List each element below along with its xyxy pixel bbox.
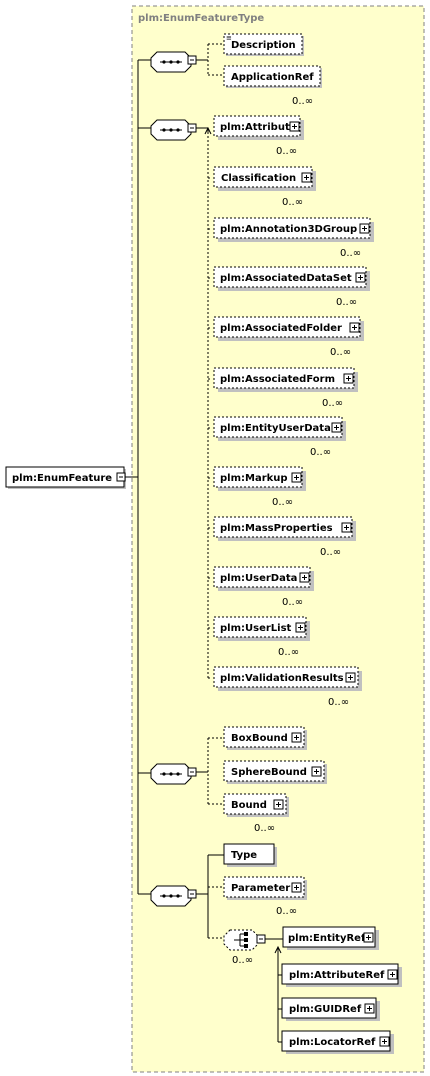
svg-text:plm:GUIDRef: plm:GUIDRef	[289, 1004, 362, 1015]
svg-text:plm:Markup: plm:Markup	[220, 473, 288, 484]
svg-text:Bound: Bound	[231, 800, 267, 811]
svg-text:0..∞: 0..∞	[310, 447, 331, 458]
element-plm-attributeref[interactable]: plm:AttributeRef	[281, 963, 402, 987]
element-description[interactable]: ≡ Description	[223, 33, 304, 56]
element-bound[interactable]: Bound 0..∞	[223, 793, 289, 834]
sequence-compositor-4[interactable]	[150, 885, 197, 907]
svg-text:0..∞: 0..∞	[276, 146, 297, 157]
svg-text:0..∞: 0..∞	[340, 248, 361, 259]
element-plm-guidref[interactable]: plm:GUIDRef	[281, 997, 380, 1021]
svg-text:plm:AssociatedDataSet: plm:AssociatedDataSet	[220, 273, 352, 284]
element-boxbound[interactable]: BoxBound	[223, 726, 307, 750]
type-title: plm:EnumFeatureType	[138, 13, 264, 24]
svg-text:plm:Attribute: plm:Attribute	[220, 122, 297, 133]
element-plm-entityuserdata[interactable]: plm:EntityUserData 0..∞	[213, 416, 346, 458]
svg-text:0..∞: 0..∞	[282, 597, 303, 608]
element-plm-associatedform[interactable]: plm:AssociatedForm 0..∞	[213, 367, 358, 409]
element-plm-validationresults[interactable]: plm:ValidationResults 0..∞	[213, 666, 362, 708]
svg-text:plm:ValidationResults: plm:ValidationResults	[220, 673, 344, 684]
svg-text:BoxBound: BoxBound	[231, 733, 288, 744]
element-plm-markup[interactable]: plm:Markup 0..∞	[213, 466, 306, 508]
svg-text:0..∞: 0..∞	[322, 398, 343, 409]
element-spherebound[interactable]: SphereBound	[223, 760, 327, 784]
svg-text:plm:EntityUserData: plm:EntityUserData	[220, 423, 331, 434]
sequence-compositor-3[interactable]	[150, 763, 197, 785]
svg-text:0..∞: 0..∞	[292, 96, 313, 107]
element-applicationref[interactable]: ApplicationRef 0..∞	[223, 65, 322, 107]
svg-text:plm:MassProperties: plm:MassProperties	[220, 523, 333, 534]
svg-text:plm:Annotation3DGroup: plm:Annotation3DGroup	[220, 224, 357, 235]
svg-text:0..∞: 0..∞	[328, 697, 349, 708]
element-plm-attribute[interactable]: plm:Attribute 0..∞	[213, 115, 304, 157]
element-plm-entityref[interactable]: plm:EntityRef	[282, 926, 379, 950]
svg-text:0..∞: 0..∞	[254, 823, 275, 834]
element-plm-annotation3dgroup[interactable]: plm:Annotation3DGroup 0..∞	[213, 217, 374, 259]
element-plm-associateddataset[interactable]: plm:AssociatedDataSet 0..∞	[213, 266, 370, 308]
svg-text:Classification: Classification	[221, 173, 296, 184]
svg-text:plm:UserData: plm:UserData	[220, 573, 297, 584]
element-parameter[interactable]: Parameter 0..∞	[223, 876, 307, 917]
svg-text:Description: Description	[231, 40, 296, 51]
svg-text:Type: Type	[231, 850, 257, 861]
svg-text:0..∞: 0..∞	[330, 347, 351, 358]
element-plm-associatedfolder[interactable]: plm:AssociatedFolder 0..∞	[213, 316, 364, 358]
element-plm-massproperties[interactable]: plm:MassProperties 0..∞	[213, 516, 356, 558]
svg-text:0..∞: 0..∞	[320, 547, 341, 558]
svg-text:plm:AttributeRef: plm:AttributeRef	[289, 970, 385, 981]
choice-compositor[interactable]: 0..∞	[223, 929, 266, 966]
element-plm-userdata[interactable]: plm:UserData 0..∞	[213, 566, 314, 608]
svg-text:plm:AssociatedFolder: plm:AssociatedFolder	[220, 323, 342, 334]
element-plm-userlist[interactable]: plm:UserList 0..∞	[213, 616, 310, 658]
root-element-label: plm:EnumFeature	[12, 473, 112, 484]
svg-text:0..∞: 0..∞	[278, 647, 299, 658]
element-type[interactable]: Type	[223, 843, 277, 867]
svg-text:plm:LocatorRef: plm:LocatorRef	[289, 1037, 376, 1048]
documentation-icon: ≡	[226, 34, 232, 42]
choice-occurs: 0..∞	[232, 955, 253, 966]
svg-text:SphereBound: SphereBound	[231, 767, 307, 778]
svg-text:plm:UserList: plm:UserList	[220, 623, 292, 634]
svg-text:plm:AssociatedForm: plm:AssociatedForm	[220, 374, 335, 385]
svg-text:0..∞: 0..∞	[276, 906, 297, 917]
svg-text:ApplicationRef: ApplicationRef	[231, 72, 314, 83]
svg-text:plm:EntityRef: plm:EntityRef	[288, 933, 366, 944]
element-plm-locatorref[interactable]: plm:LocatorRef	[281, 1030, 394, 1054]
sequence-compositor-1[interactable]	[150, 51, 197, 73]
svg-text:0..∞: 0..∞	[272, 497, 293, 508]
svg-text:0..∞: 0..∞	[336, 297, 357, 308]
sequence-compositor-2[interactable]	[150, 119, 197, 141]
element-classification[interactable]: Classification 0..∞	[213, 166, 316, 208]
svg-text:Parameter: Parameter	[231, 883, 290, 894]
svg-text:0..∞: 0..∞	[282, 197, 303, 208]
